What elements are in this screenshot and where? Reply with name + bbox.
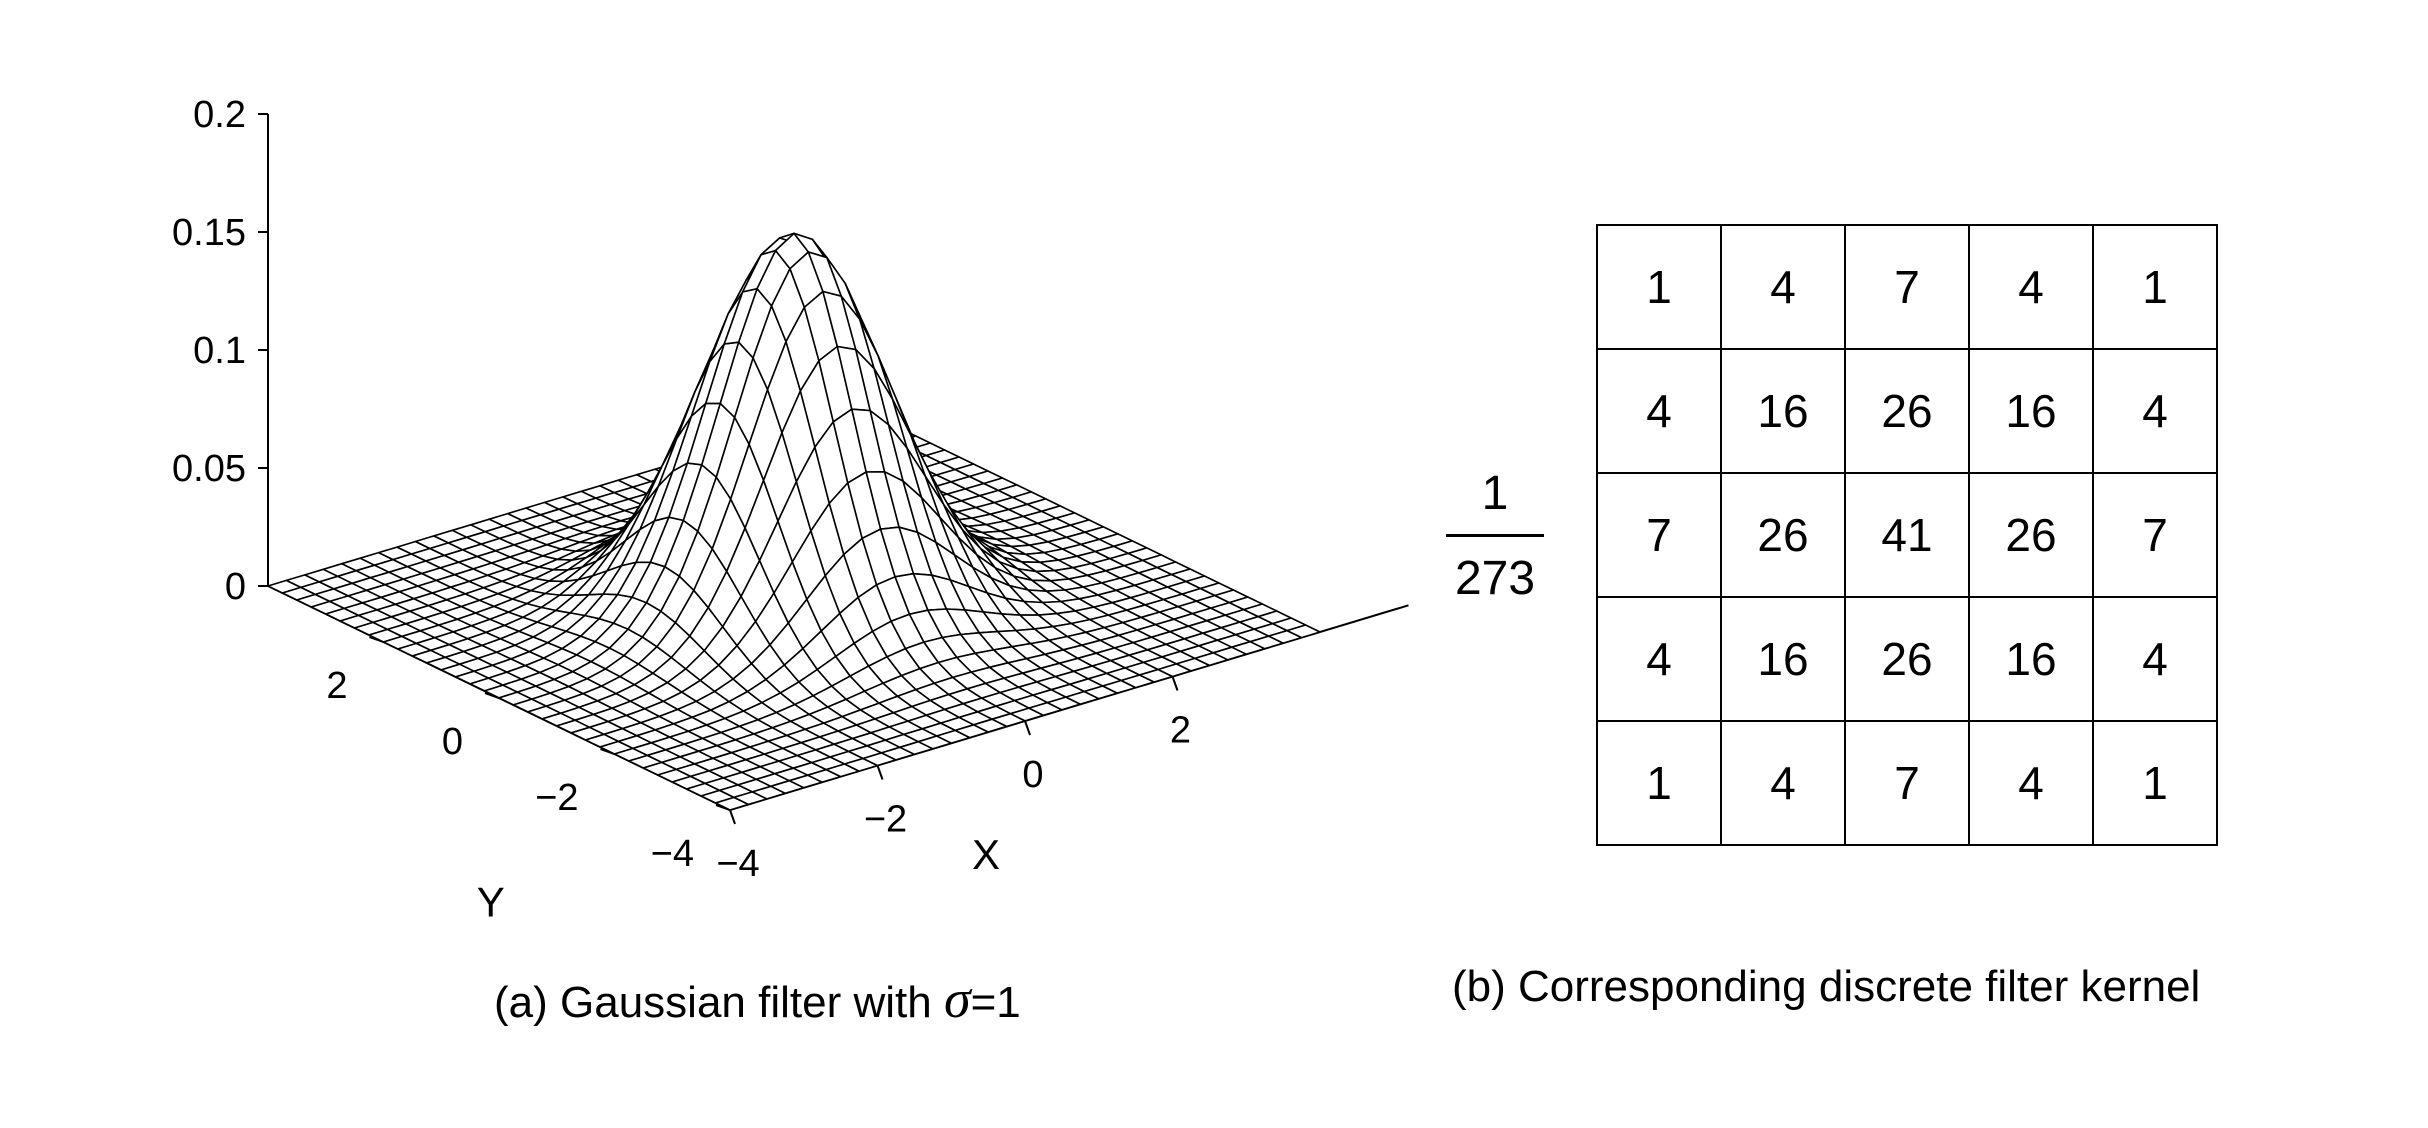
kernel-cell: 1 <box>1596 720 1722 846</box>
x-tick-label: −4 <box>716 843 759 885</box>
caption-discrete-kernel: (b) Corresponding discrete filter kernel <box>1452 962 2201 1011</box>
fraction-numerator: 1 <box>1481 467 1509 520</box>
kernel-cell: 1 <box>2092 224 2218 350</box>
x-tick <box>1024 720 1031 736</box>
fraction-bar <box>1446 534 1544 537</box>
sigma-symbol: σ <box>943 969 971 1029</box>
y-tick-label: 2 <box>326 665 347 707</box>
kernel-cell: 4 <box>2092 596 2218 722</box>
x-tick <box>1171 676 1179 691</box>
kernel-cell: 26 <box>1844 348 1970 474</box>
kernel-cell: 16 <box>1720 348 1846 474</box>
fraction-denominator: 273 <box>1454 552 1536 605</box>
z-tick-label: 0.15 <box>172 212 246 254</box>
kernel-cell: 4 <box>1596 596 1722 722</box>
caption-gaussian-filter: (a) Gaussian filter with σ=1 <box>494 968 1021 1030</box>
kernel-cell: 4 <box>1968 224 2094 350</box>
kernel-cell: 4 <box>2092 348 2218 474</box>
x-tick-label: 0 <box>1022 754 1043 796</box>
x-tick <box>729 809 736 825</box>
kernel-cell: 4 <box>1596 348 1722 474</box>
y-tick-label: −4 <box>651 833 694 875</box>
kernel-cell: 26 <box>1968 472 2094 598</box>
kernel-cell: 16 <box>1720 596 1846 722</box>
x-tick <box>876 765 884 780</box>
kernel-cell: 7 <box>1844 720 1970 846</box>
kernel-cell: 7 <box>1596 472 1722 598</box>
kernel-cell: 1 <box>2092 720 2218 846</box>
normalization-fraction: 1 273 <box>1440 470 1550 603</box>
surface-mesh <box>267 232 1321 811</box>
kernel-cell: 16 <box>1968 348 2094 474</box>
kernel-cell: 7 <box>1844 224 1970 350</box>
z-tick-label: 0.05 <box>172 448 246 490</box>
x-tick-label: 2 <box>1170 710 1191 752</box>
kernel-cell: 7 <box>2092 472 2218 598</box>
z-tick-label: 0.2 <box>193 94 246 136</box>
x-tick-label: −2 <box>864 799 907 841</box>
z-tick-label: 0 <box>225 566 246 608</box>
caption-a-suffix: =1 <box>970 978 1021 1027</box>
kernel-cell: 26 <box>1720 472 1846 598</box>
kernel-cell: 16 <box>1968 596 2094 722</box>
y-axis-title: Y <box>477 878 505 925</box>
kernel-cell: 1 <box>1596 224 1722 350</box>
kernel-cell: 41 <box>1844 472 1970 598</box>
x-axis-title: X <box>972 831 1000 878</box>
kernel-cell: 4 <box>1720 720 1846 846</box>
kernel-cell: 4 <box>1720 224 1846 350</box>
y-tick-label: 0 <box>442 721 463 763</box>
caption-a-prefix: (a) Gaussian filter with <box>494 978 944 1027</box>
surface-facet <box>1286 624 1321 639</box>
z-tick-label: 0.1 <box>193 330 246 372</box>
y-tick-label: −2 <box>535 777 578 819</box>
kernel-cell: 4 <box>1968 720 2094 846</box>
plot-tick-labels: 0 0.05 0.1 0.15 0.2 −4 −2 0 2 −4 −2 0 2Y X <box>172 94 1191 925</box>
kernel-cell: 26 <box>1844 596 1970 722</box>
